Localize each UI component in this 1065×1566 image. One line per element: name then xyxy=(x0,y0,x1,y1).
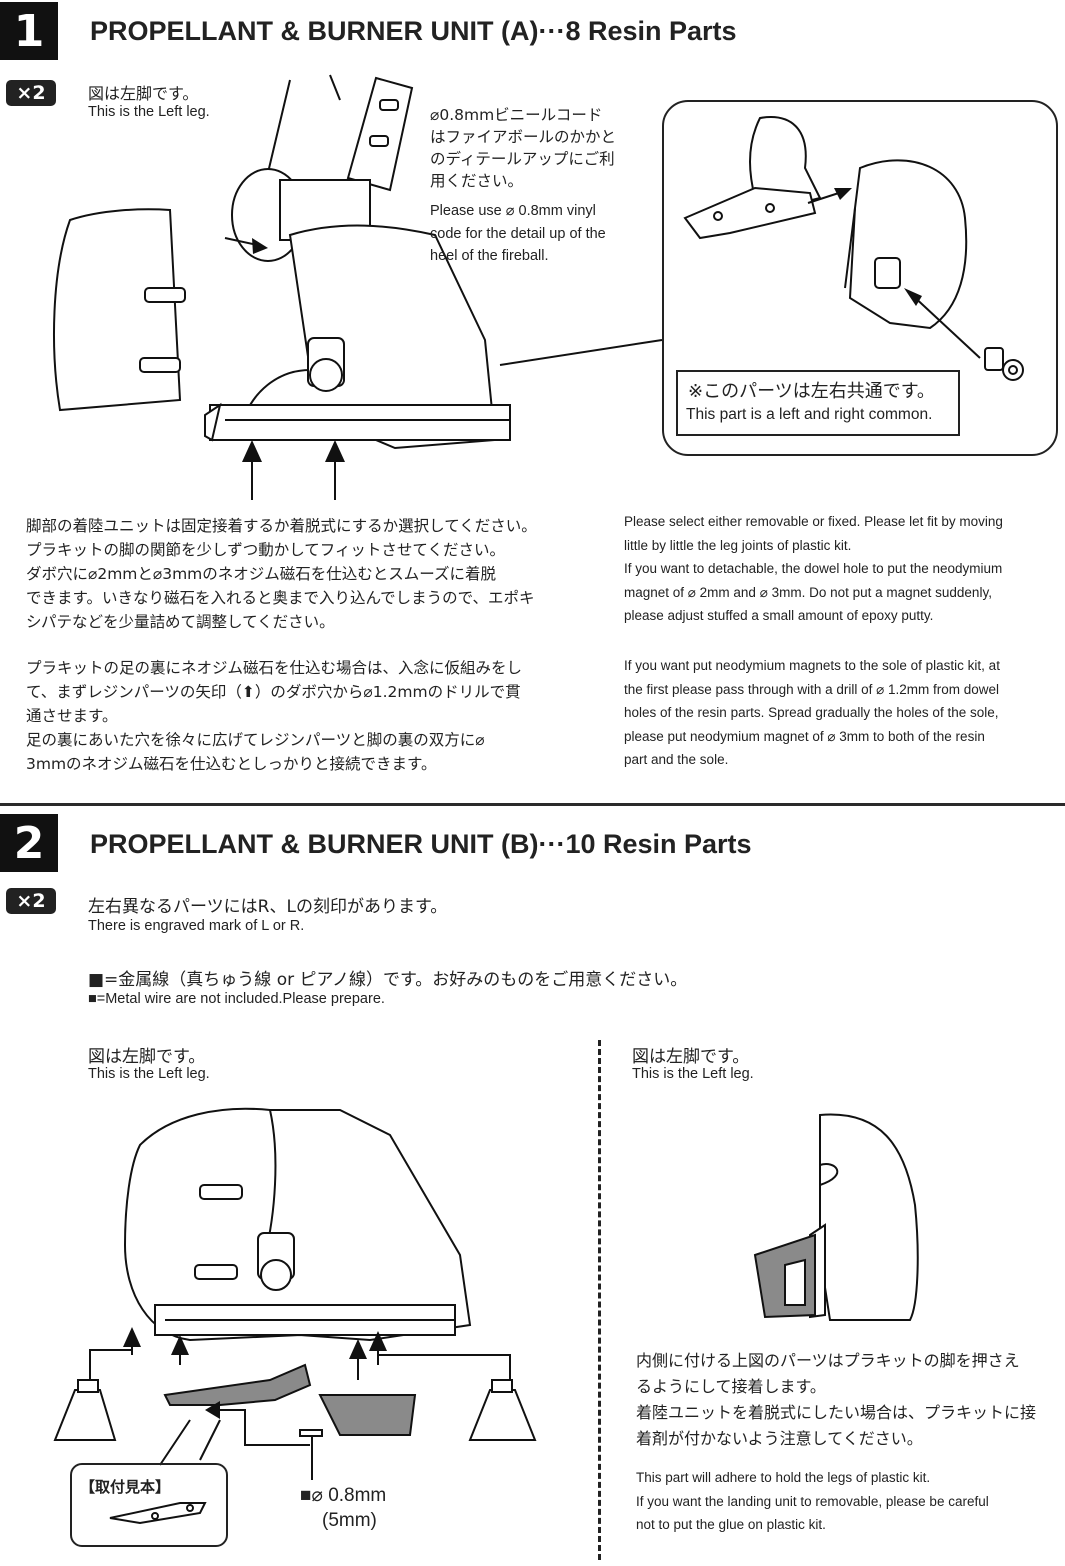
common-part-note-jp: ※このパーツは左右共通です。 xyxy=(688,381,935,402)
step-number-badge: 1 xyxy=(0,2,58,60)
quantity-badge: ×2 xyxy=(6,80,56,106)
left-leg-note-jp: 図は左脚です。 xyxy=(88,1047,206,1067)
inner-part-diagram xyxy=(753,1113,919,1321)
wire-size-label: ■⌀ 0.8mm xyxy=(300,1485,387,1506)
left-leg-note-en: This is the Left leg. xyxy=(88,1066,210,1082)
wire-length-label: (5mm) xyxy=(322,1510,377,1531)
right-leg-note-en: This is the Left leg. xyxy=(632,1066,754,1082)
engraved-mark-note-jp: 左右異なるパーツにはR、Lの刻印があります。 xyxy=(88,897,448,917)
step-title: PROPELLANT & BURNER UNIT (A)···8 Resin P… xyxy=(90,16,737,46)
attachment-sample-box xyxy=(70,1463,228,1547)
step-title: PROPELLANT & BURNER UNIT (B)···10 Resin … xyxy=(90,829,752,859)
attachment-sample-label: 【取付見本】 xyxy=(80,1478,171,1496)
common-part-note-en: This part is a left and right common. xyxy=(686,406,933,423)
detail-callout-box xyxy=(662,100,1058,456)
common-part-label-box xyxy=(676,370,960,436)
attachment-sample-diagram xyxy=(109,1502,207,1525)
leg-diagram-step2 xyxy=(53,1107,537,1480)
inner-part-instructions-en: This part will adhere to hold the legs o… xyxy=(636,1470,989,1532)
engraved-mark-note-en: There is engraved mark of L or R. xyxy=(88,918,305,934)
column-divider xyxy=(598,1040,601,1560)
assembly-instructions-jp-1: 脚部の着陸ユニットは固定接着するか着脱式にするか選択してください。 プラキットの… xyxy=(26,517,537,631)
right-leg-note-jp: 図は左脚です。 xyxy=(632,1047,750,1067)
section-divider xyxy=(0,803,1065,806)
vinyl-cord-note-jp: ⌀0.8mmビニールコード はファイアボールのかかと のディテールアップにご利 … xyxy=(430,106,617,190)
left-leg-note-en: This is the Left leg. xyxy=(88,104,210,120)
assembly-instructions-en-2: If you want put neodymium magnets to the… xyxy=(624,658,1000,767)
heel-detail-diagram xyxy=(683,116,1024,381)
metal-wire-note-jp: ■=金属線（真ちゅう線 or ピアノ線）です。お好みのものをご用意ください。 xyxy=(88,970,688,990)
assembly-instructions-en-1: Please select either removable or fixed.… xyxy=(624,514,1003,623)
vinyl-cord-note-en: Please use ⌀ 0.8mm vinyl code for the de… xyxy=(430,203,606,264)
assembly-instructions-jp-2: プラキットの足の裏にネオジム磁石を仕込む場合は、入念に仮組みをし て、まずレジン… xyxy=(26,659,523,773)
left-leg-note-jp: 図は左脚です。 xyxy=(88,84,199,103)
step-number-badge: 2 xyxy=(0,814,58,872)
quantity-badge: ×2 xyxy=(6,888,56,914)
leg-diagram-step1 xyxy=(53,74,663,500)
inner-part-instructions-jp: 内側に付ける上図のパーツはプラキットの脚を押さえ るようにして接着します。 着陸… xyxy=(636,1351,1037,1448)
metal-wire-note-en: ■=Metal wire are not included.Please pre… xyxy=(88,991,385,1007)
